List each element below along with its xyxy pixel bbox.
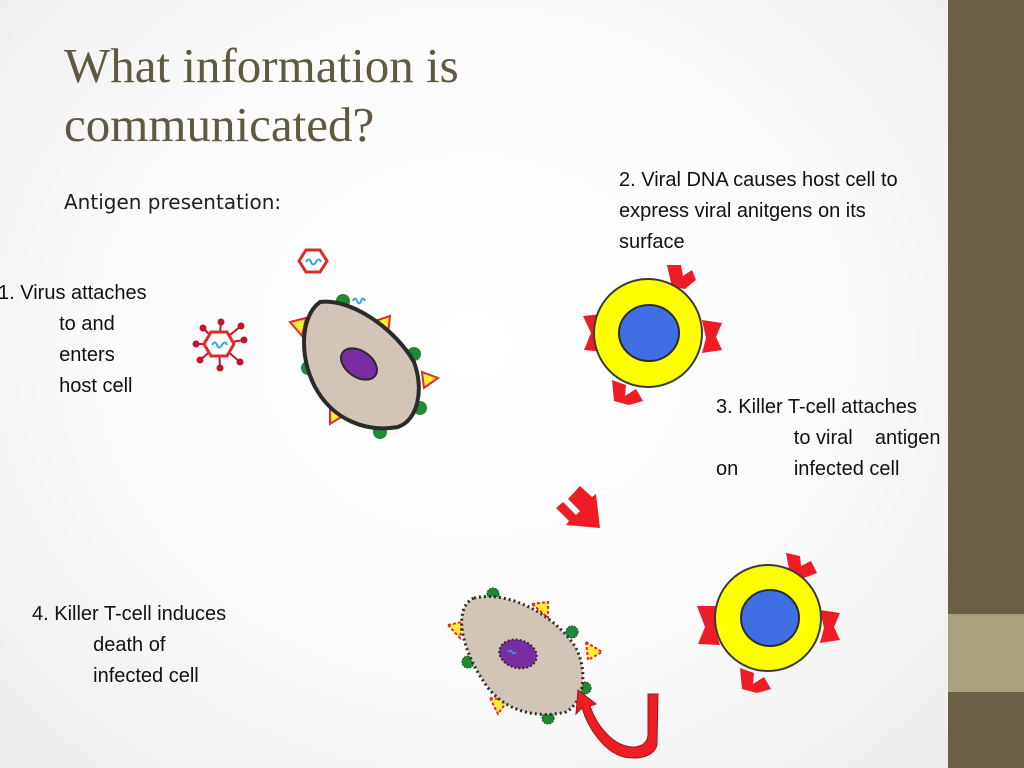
killer-t-cell-icon	[583, 265, 722, 405]
viral-dna-icon	[352, 297, 366, 305]
killer-t-cell-icon	[697, 553, 840, 693]
arrow-down-icon	[556, 486, 600, 528]
step-1-label: 1. Virus attaches to and enters host cel…	[0, 282, 147, 397]
host-cell-icon	[288, 294, 441, 439]
slide-title: What information is communicated?	[64, 38, 459, 152]
step-2-label: 2. Viral DNA causes host cell to express…	[619, 169, 898, 253]
step-3-label: 3. Killer T-cell attaches to viral antig…	[716, 396, 941, 480]
dying-cell-icon	[446, 587, 604, 725]
sidebar-accent	[948, 614, 1024, 692]
antigen-presentation-diagram	[192, 248, 840, 759]
curved-arrow-icon	[575, 689, 659, 759]
free-virus-icon	[192, 318, 248, 372]
slide-subtitle: Antigen presentation:	[64, 190, 282, 214]
step-4-label: 4. Killer T-cell induces death of infect…	[32, 603, 227, 687]
entering-virus-icon	[297, 248, 329, 274]
